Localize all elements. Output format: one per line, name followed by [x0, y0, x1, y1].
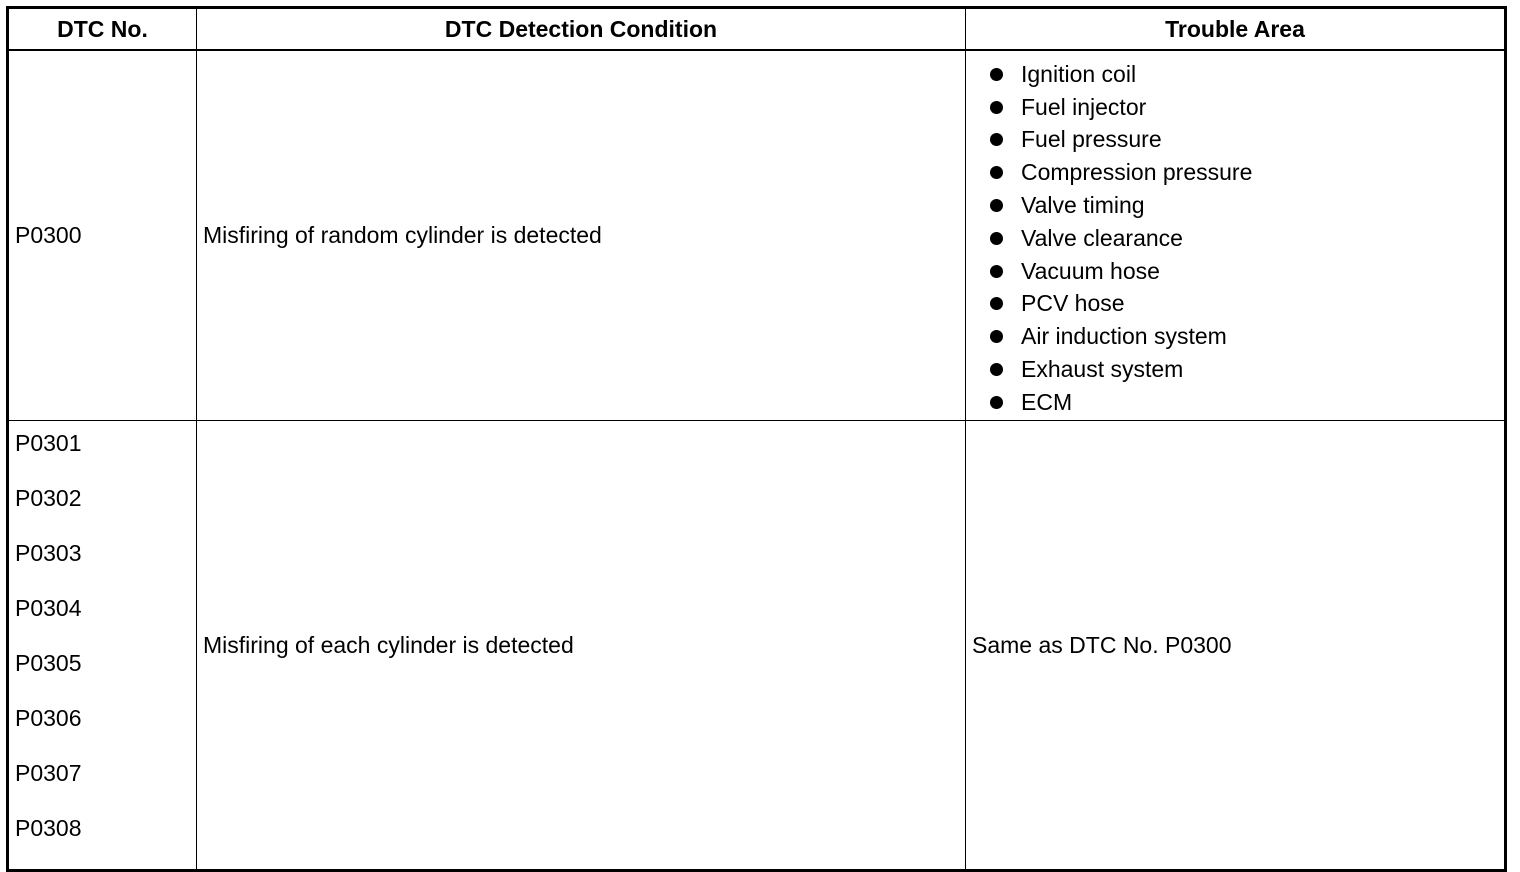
list-item: Fuel injector [990, 91, 1504, 124]
list-item: Compression pressure [990, 156, 1504, 189]
dtc-code: P0304 [15, 595, 82, 621]
bullet-icon [990, 231, 1003, 245]
bullet-icon [990, 133, 1003, 147]
list-item: Fuel pressure [990, 124, 1504, 157]
dtc-code-cell: P0301 P0302 P0303 P0304 P0305 P0306 P030… [7, 420, 197, 871]
trouble-area-cell: Ignition coil Fuel injector Fuel pressur… [965, 49, 1506, 421]
list-item: Ignition coil [990, 58, 1504, 91]
list-item: Valve clearance [990, 222, 1504, 255]
bullet-icon [990, 100, 1003, 114]
dtc-code: P0302 [15, 485, 82, 511]
table-row: P0301 P0302 P0303 P0304 P0305 P0306 P030… [7, 420, 1506, 871]
bullet-icon [990, 199, 1003, 213]
list-item: Valve timing [990, 189, 1504, 222]
dtc-table: DTC No. DTC Detection Condition Trouble … [6, 6, 1507, 872]
list-item: Vacuum hose [990, 255, 1504, 288]
dtc-code: P0308 [15, 815, 82, 841]
dtc-code: P0305 [15, 650, 82, 676]
bullet-icon [990, 166, 1003, 180]
header-trouble-area: Trouble Area [965, 7, 1506, 51]
bullet-icon [990, 363, 1003, 377]
header-dtc-no: DTC No. [7, 7, 197, 51]
list-item: Exhaust system [990, 353, 1504, 386]
bullet-icon [990, 330, 1003, 344]
bullet-icon [990, 264, 1003, 278]
dtc-code: P0306 [15, 705, 82, 731]
header-row: DTC No. DTC Detection Condition Trouble … [7, 7, 1506, 51]
bullet-icon [990, 395, 1003, 409]
header-condition: DTC Detection Condition [196, 7, 966, 51]
list-item: Air induction system [990, 320, 1504, 353]
table-row: P0300 Misfiring of random cylinder is de… [7, 49, 1506, 421]
detection-condition: Misfiring of random cylinder is detected [196, 49, 966, 421]
trouble-area-list: Ignition coil Fuel injector Fuel pressur… [966, 51, 1504, 419]
list-item: ECM [990, 386, 1504, 419]
dtc-code: P0301 [15, 430, 82, 456]
trouble-area-text: Same as DTC No. P0300 [965, 420, 1506, 871]
dtc-code: P0300 [7, 49, 197, 421]
dtc-code: P0307 [15, 760, 82, 786]
list-item: PCV hose [990, 288, 1504, 321]
dtc-code-list: P0301 P0302 P0303 P0304 P0305 P0306 P030… [9, 421, 196, 869]
bullet-icon [990, 67, 1003, 81]
bullet-icon [990, 297, 1003, 311]
detection-condition: Misfiring of each cylinder is detected [196, 420, 966, 871]
dtc-code: P0303 [15, 540, 82, 566]
